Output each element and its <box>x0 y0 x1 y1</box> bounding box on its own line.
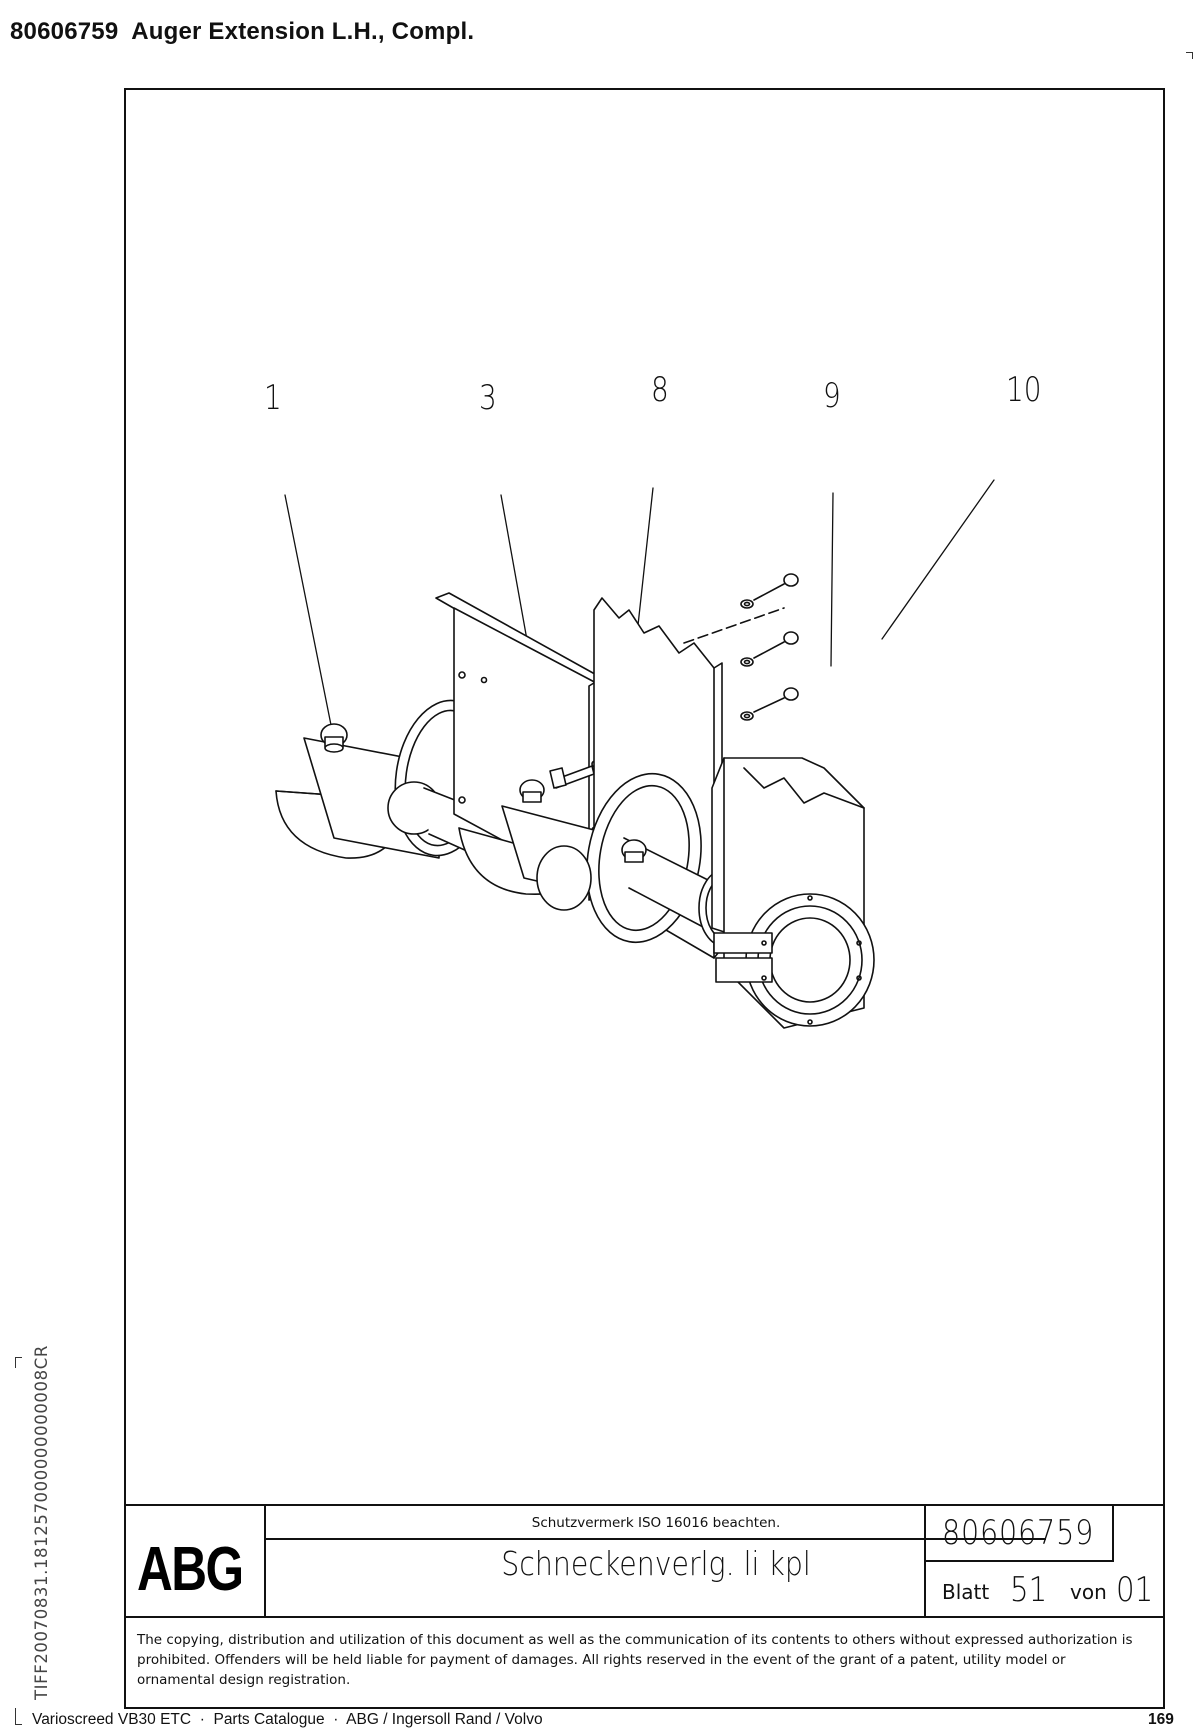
callout-3: 3 <box>479 378 497 418</box>
drawing-number-cell: 80606759 <box>924 1506 1114 1562</box>
drawing-name: Schneckenverlg. li kpl <box>501 1544 811 1583</box>
corner-mark <box>1186 52 1193 59</box>
callout-1: 1 <box>264 378 282 418</box>
page-title: 80606759 Auger Extension L.H., Compl. <box>10 18 475 45</box>
sheet-number: 51 <box>1010 1570 1048 1610</box>
bearing-housing <box>711 757 875 1029</box>
document-id-vertical: TIFF20070831.181257000000000008CR <box>32 1345 51 1700</box>
copyright-notice: The copying, distribution and utilizatio… <box>137 1632 1133 1688</box>
sheet-label: Blatt <box>942 1580 990 1604</box>
drawing-number: 80606759 <box>942 1513 1095 1553</box>
footer-text: Varioscreed VB30 ETC · Parts Catalogue ·… <box>32 1711 543 1728</box>
exploded-view-drawing <box>275 479 995 1029</box>
page-number: 169 <box>1148 1711 1174 1728</box>
abg-logo: ABG <box>137 1535 244 1604</box>
logo-cell: ABG <box>124 1506 266 1616</box>
margin-corner-mark <box>15 1708 22 1725</box>
sheet-of-label: von <box>1070 1580 1107 1604</box>
title-block: ABG Schutzvermerk ISO 16016 beachten. Sc… <box>124 1504 1165 1618</box>
callout-8: 8 <box>651 370 669 410</box>
sheet-cell: Blatt 51 von 01 <box>924 1562 1166 1616</box>
callout-9: 9 <box>823 376 841 416</box>
centre-line <box>683 607 785 644</box>
callout-10: 10 <box>1006 370 1042 410</box>
sheet-total: 01 <box>1116 1570 1154 1610</box>
margin-corner-mark <box>15 1357 22 1368</box>
protection-notice: Schutzvermerk ISO 16016 beachten. <box>266 1508 1046 1540</box>
drawing-frame <box>124 88 1165 1709</box>
washers-and-nuts <box>740 573 799 721</box>
